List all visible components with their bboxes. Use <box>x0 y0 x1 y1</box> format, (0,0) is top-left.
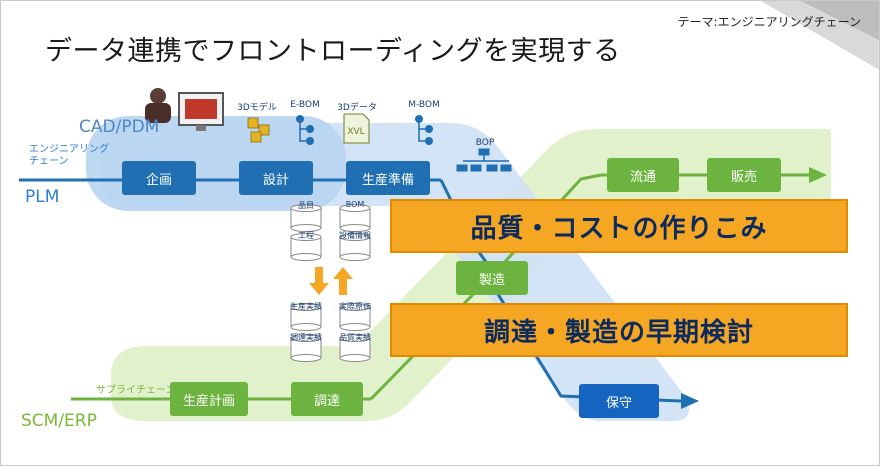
db-production-actual-icon <box>290 303 322 331</box>
db-actual-cost-label: 実際原価 <box>339 302 371 311</box>
xvl-text: XVL <box>347 127 364 137</box>
bop-process-icon <box>456 148 512 172</box>
procurement-node[interactable]: 調達 <box>291 382 363 416</box>
corner-decoration-dark <box>801 1 879 40</box>
3d-model-cube-icon <box>247 117 270 143</box>
person-at-computer-icon <box>145 88 224 131</box>
db-process-icon <box>290 233 322 261</box>
db-equipment-icon <box>339 233 371 261</box>
mbom-label: M-BOM <box>408 100 440 110</box>
3d-model-label: 3Dモデル <box>237 103 277 113</box>
database-cylinder-icons <box>290 204 371 362</box>
sales-arrowhead <box>809 167 827 183</box>
plm-label: PLM <box>25 187 60 207</box>
db-bom-icon <box>339 204 371 232</box>
db-bom-label: BOM <box>345 200 365 209</box>
3d-data-label: 3Dデータ <box>337 103 377 113</box>
exchange-arrows-icon <box>309 267 353 295</box>
db-process-label: 工程 <box>298 231 314 240</box>
scm-erp-label: SCM/ERP <box>21 411 97 431</box>
procurement-mfg-banner: 調達・製造の早期検討 <box>390 303 848 357</box>
distribution-node[interactable]: 流通 <box>607 158 679 192</box>
maintenance-node[interactable]: 保守 <box>579 384 659 418</box>
db-actual-cost-icon <box>339 303 371 331</box>
db-quality-actual-label: 品質実績 <box>339 333 371 342</box>
page-title: データ連携でフロントローディングを実現する <box>45 36 621 67</box>
db-quality-actual-icon <box>339 334 371 362</box>
db-equipment-label: 設備情報 <box>339 231 371 240</box>
xvl-file-icon: XVL <box>343 113 370 144</box>
db-item-label: 品目 <box>298 201 314 210</box>
db-procurement-actual-label: 調達実績 <box>290 333 322 342</box>
quality-cost-banner: 品質・コストの作りこみ <box>390 199 848 253</box>
db-production-actual-label: 生産実績 <box>290 302 322 311</box>
ebom-tree-icon <box>296 115 314 145</box>
theme-label: テーマ:エンジニアリングチェーン <box>677 15 861 29</box>
maintenance-arrowhead <box>681 393 699 409</box>
supply-chain-label: サプライチェーン <box>96 385 176 396</box>
mbom-tree-icon <box>415 115 433 145</box>
db-item-icon <box>290 204 322 232</box>
cad-pdm-label: CAD/PDM <box>79 117 160 137</box>
sales-node[interactable]: 販売 <box>707 158 781 192</box>
manufacturing-node[interactable]: 製造 <box>456 261 528 295</box>
db-procurement-actual-icon <box>290 334 322 362</box>
engineering-chain-label: エンジニアリング チェーン <box>29 144 109 167</box>
bop-label: BOP <box>475 138 495 148</box>
planning-node[interactable]: 企画 <box>122 161 196 195</box>
ebom-label: E-BOM <box>290 100 320 110</box>
design-node[interactable]: 設計 <box>239 161 313 195</box>
production-plan-node[interactable]: 生産計画 <box>170 382 248 416</box>
production-prep-node[interactable]: 生産準備 <box>346 161 430 195</box>
